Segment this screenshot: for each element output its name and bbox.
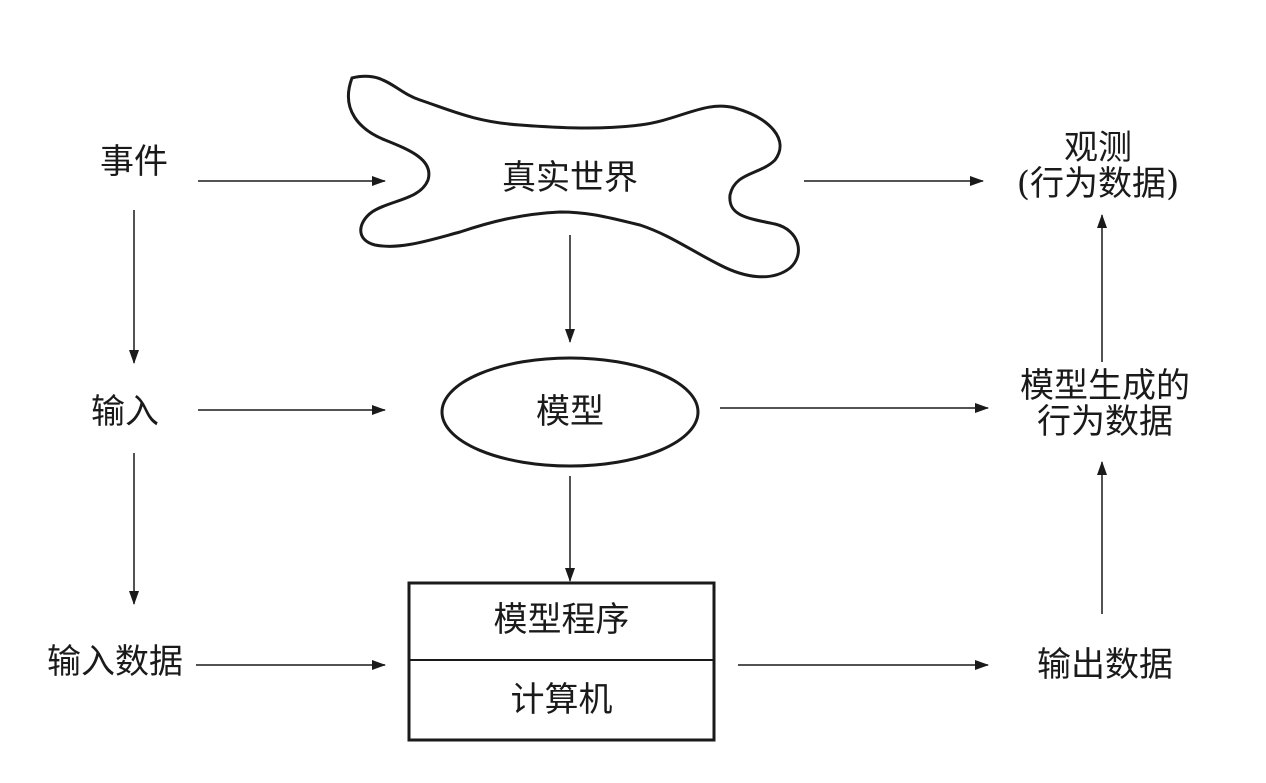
model-generated-line-1: 模型生成的 — [1020, 366, 1190, 406]
model-generated-data-label: 模型生成的 行为数据 — [1010, 368, 1200, 440]
input-data-label: 输入数据 — [47, 642, 183, 682]
event-label: 事件 — [100, 142, 168, 182]
observation-line-1: 观测 — [1064, 128, 1132, 168]
computer-box — [407, 581, 716, 742]
real-world-label: 真实世界 — [502, 158, 638, 198]
model-program-label: 模型程序 — [493, 600, 630, 640]
model-ellipse — [440, 356, 700, 468]
model-label: 模型 — [536, 392, 604, 432]
model-generated-line-2: 行为数据 — [1037, 402, 1173, 442]
observation-label: 观测 (行为数据) — [998, 130, 1198, 202]
computer-label: 计算机 — [510, 680, 613, 720]
observation-line-2: (行为数据) — [1016, 164, 1180, 204]
real-world-cloud-shape — [346, 74, 800, 279]
input-label: 输入 — [91, 392, 159, 432]
output-data-label: 输出数据 — [1037, 645, 1173, 685]
